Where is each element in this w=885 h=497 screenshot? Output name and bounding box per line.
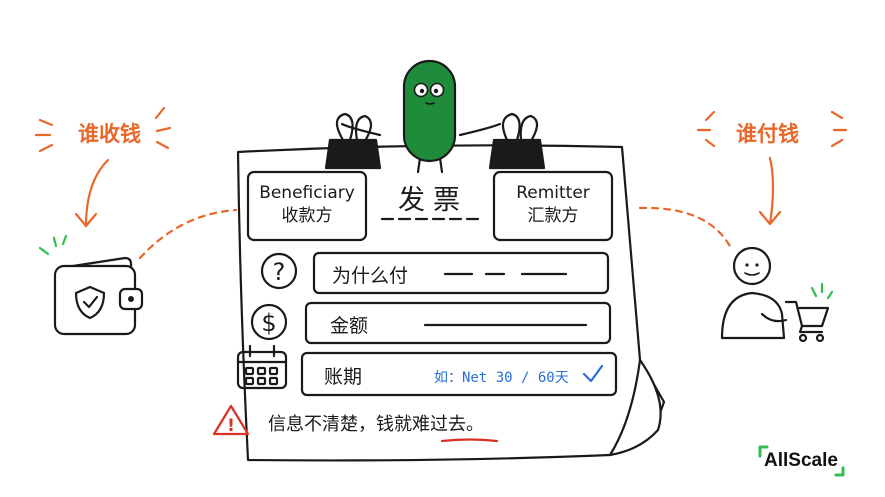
dollar-glyph: $: [261, 309, 276, 337]
left-dashed-connector: [138, 208, 238, 260]
right-arrow: [758, 156, 782, 226]
remitter-en: Remitter: [516, 183, 590, 203]
warning-text-after: 去。: [448, 414, 484, 435]
payee-label: 谁收钱: [78, 122, 141, 146]
remitter-zh: 汇款方: [527, 206, 579, 226]
binder-clip-right: [488, 112, 546, 170]
wallet-sparkle: [38, 234, 68, 256]
beneficiary-label: Beneficiary 收款方: [248, 182, 366, 228]
person-with-cart-icon: [720, 246, 830, 343]
invoice-title: 发票: [398, 185, 468, 216]
allscale-logo-mark: [758, 445, 845, 477]
remitter-box: [492, 170, 614, 242]
left-label-emphasis: [34, 106, 172, 153]
wallet-icon: [53, 256, 144, 336]
check-icon: [582, 364, 604, 383]
invoice-page-curl: [608, 358, 662, 457]
left-arrow: [74, 158, 110, 228]
beneficiary-en: Beneficiary: [259, 183, 355, 203]
reason-label: 为什么付: [332, 265, 409, 287]
cart-sparkle: [810, 282, 834, 300]
warning-icon: [212, 404, 250, 436]
warning-underline: [440, 438, 499, 443]
calendar-icon: [236, 344, 288, 390]
warning-text: 信息不清楚，钱就难过去。: [268, 410, 484, 436]
right-label-emphasis: [696, 110, 848, 148]
term-hint: 如：Net 30 / 60天: [434, 370, 569, 386]
warning-text-before: 信息不清楚，钱就: [268, 414, 412, 435]
allscale-logo: AllScale: [764, 450, 838, 471]
beneficiary-box: [246, 170, 368, 242]
question-glyph: ?: [273, 258, 286, 286]
remitter-label: Remitter 汇款方: [494, 182, 612, 228]
term-label: 账期: [324, 366, 363, 388]
bean-character: [340, 59, 502, 174]
amount-label: 金额: [330, 315, 369, 337]
payer-label: 谁付钱: [736, 122, 799, 146]
warning-glyph: !: [227, 416, 235, 436]
shield-icon: [74, 285, 106, 320]
binder-clip-left: [324, 112, 382, 170]
right-dashed-connector: [638, 206, 734, 252]
amount-field: [304, 301, 612, 345]
warning-text-underlined: 难过: [412, 414, 448, 435]
term-field: [300, 351, 618, 397]
dollar-icon: [250, 303, 288, 341]
question-icon: [260, 252, 298, 290]
beneficiary-zh: 收款方: [281, 206, 333, 226]
